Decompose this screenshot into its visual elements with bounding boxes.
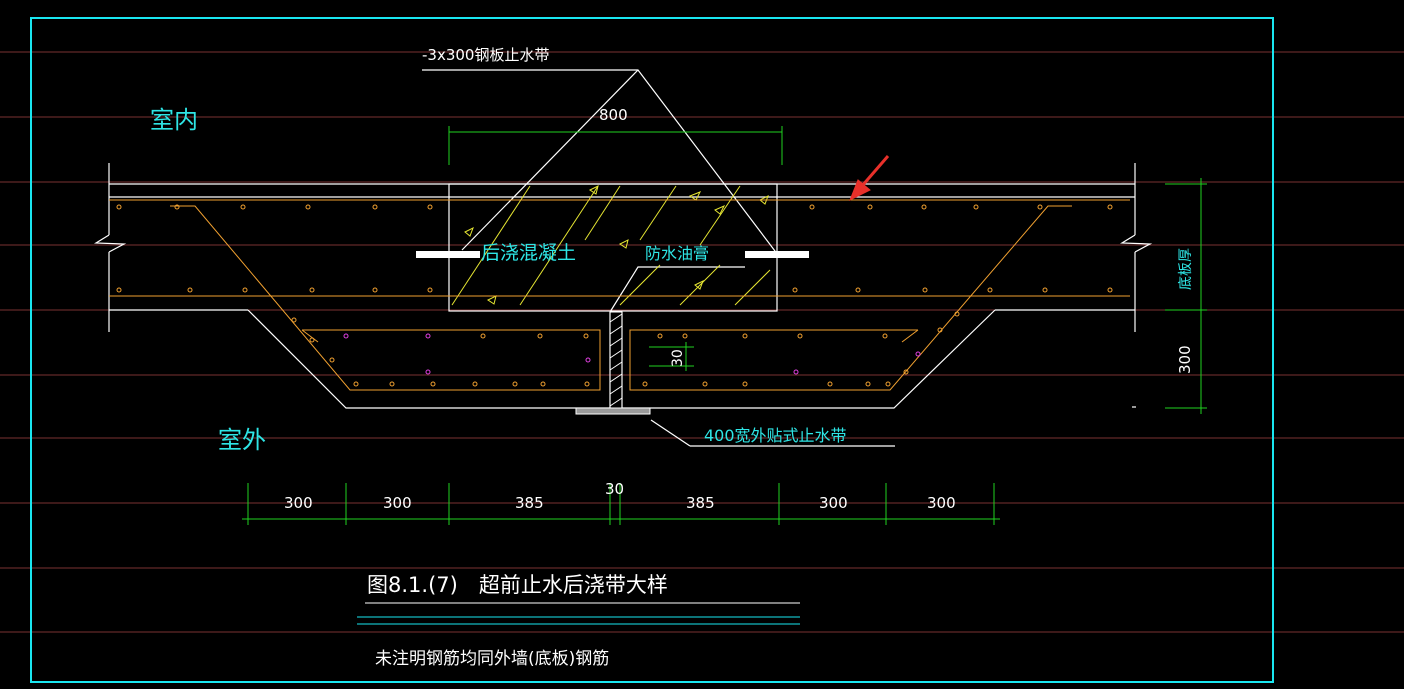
drawing-note: 未注明钢筋均同外墙(底板)钢筋 [375, 649, 609, 669]
joint-hatch [609, 311, 623, 409]
outdoor-label: 室外 [218, 426, 266, 454]
bottom-dimension-texts: 300 300 385 30 385 300 300 [284, 480, 956, 512]
rebar-dots [116, 204, 1113, 387]
title-underline [357, 602, 800, 625]
steel-plate-waterstop [416, 251, 809, 258]
bottom-dim-2: 300 [383, 494, 412, 512]
waterproof-paste-label: 防水油膏 [645, 244, 709, 263]
post-pour-hatch [451, 185, 771, 306]
indoor-label: 室内 [150, 106, 198, 134]
bottom-dim-7: 300 [927, 494, 956, 512]
plate-thickness-label: 底板厚 [1178, 248, 1194, 290]
bottom-dim-4: 30 [605, 480, 624, 498]
rebar-lines [109, 199, 1130, 391]
post-pour-concrete-label: 后浇混凝土 [481, 242, 576, 264]
dimension-lines [242, 126, 1207, 525]
dim-top-800: 800 [599, 106, 628, 124]
background-grid [0, 51, 1404, 633]
bottom-dim-6: 300 [819, 494, 848, 512]
drawing-title: 图8.1.(7) 超前止水后浇带大样 [367, 573, 668, 597]
bottom-dim-3: 385 [515, 494, 544, 512]
dim-30-small: 30 [670, 349, 686, 367]
drawing-frame [30, 17, 1274, 683]
magenta-rebar-dots [343, 333, 921, 375]
slab-outline [93, 69, 1153, 447]
external-waterstop-strip [575, 407, 651, 415]
external-waterstop-label: 400宽外贴式止水带 [704, 426, 847, 445]
bottom-dim-5: 385 [686, 494, 715, 512]
waterstop-plate-label: -3x300钢板止水带 [422, 46, 549, 64]
bottom-dim-1: 300 [284, 494, 313, 512]
dim-right-300: 300 [1176, 345, 1194, 374]
red-arrow-icon [849, 155, 890, 202]
